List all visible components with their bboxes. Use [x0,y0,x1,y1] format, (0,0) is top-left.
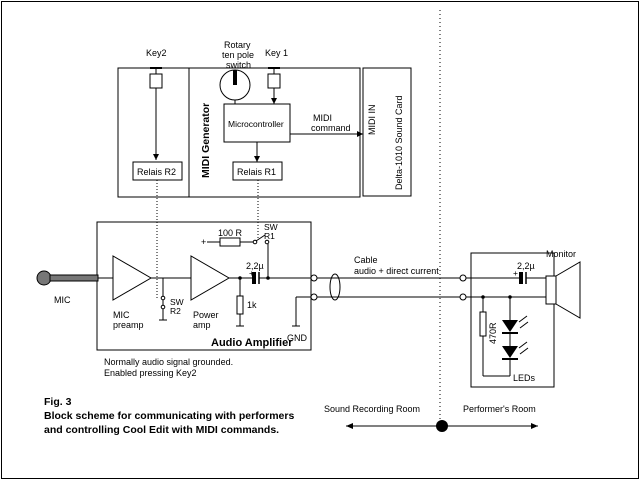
mic-preamp-label-1: MIC [113,310,130,320]
key1-button-icon [267,67,281,89]
caption-line-2: and controlling Cool Edit with MIDI comm… [44,424,279,436]
fig-label: Fig. 3 [44,396,72,408]
sound-recording-room-label: Sound Recording Room [324,404,420,414]
resistor-100r-label: 100 R [218,228,243,238]
rotary-switch-icon [219,69,251,101]
resistor-1k-label: 1k [247,300,257,310]
rotary-label-3: switch [226,60,251,70]
resistor-1k [236,295,244,315]
midi-in-label: MIDI IN [367,105,377,136]
microcontroller-label: Microcontroller [228,119,284,129]
audio-amplifier-label: Audio Amplifier [211,337,293,349]
power-amp-label-2: amp [193,320,211,330]
rotary-label-2: ten pole [222,50,254,60]
performers-room-label: Performer's Room [463,404,536,414]
resistor-470r [479,311,487,337]
monitor-label: Monitor [546,249,576,259]
cable-label-2: audio + direct current [354,266,439,276]
key1-label: Key 1 [265,48,288,58]
relais-r1-label: Relais R1 [237,167,276,177]
sound-card-label: Delta-1010 Sound Card [394,95,404,190]
audio-amplifier-box [96,221,312,351]
power-amp-label-1: Power [193,310,219,320]
mic-preamp-triangle [112,255,152,301]
speaker-icon [545,261,581,319]
midi-generator-label: MIDI Generator [200,103,212,178]
resistor-470r-label: 470R [488,322,498,344]
caption-line-1: Block scheme for communicating with perf… [44,410,294,422]
relais-r2-label: Relais R2 [137,167,176,177]
monitor-box [470,252,555,388]
sw-r2-label-2: R2 [170,306,181,316]
led-1-icon [502,315,529,334]
rotary-label-1: Rotary [224,40,251,50]
mic-preamp-label-2: preamp [113,320,144,330]
midi-command-label-1: MIDI [313,113,332,123]
sound-card-box [362,67,412,197]
microphone-icon [36,270,99,286]
key2-label: Key2 [146,48,167,58]
sw-r2-label-1: SW [170,297,184,307]
key2-button-icon [149,67,163,89]
note-line-2: Enabled pressing Key2 [104,368,197,378]
led-2-icon [502,341,529,360]
cable-icon [329,273,341,301]
plus-terminal: + [201,237,206,247]
rooms-arrow [346,420,538,432]
cap-left-label: 2,2µ [246,261,264,271]
midi-command-label-2: command [311,123,351,133]
power-amp-triangle [190,255,230,301]
sw-r1-label-2: R1 [264,231,275,241]
mic-label: MIC [54,295,71,305]
svg-text:+: + [249,268,254,278]
sw-r1-label-1: SW [264,222,278,232]
cap-right-label: 2,2µ [517,261,535,271]
svg-text:+: + [513,268,518,278]
cable-label-1: Cable [354,255,378,265]
leds-label: LEDs [513,373,536,383]
resistor-100r [219,237,241,247]
note-line-1: Normally audio signal grounded. [104,357,233,367]
gnd-label: GND [287,333,308,343]
